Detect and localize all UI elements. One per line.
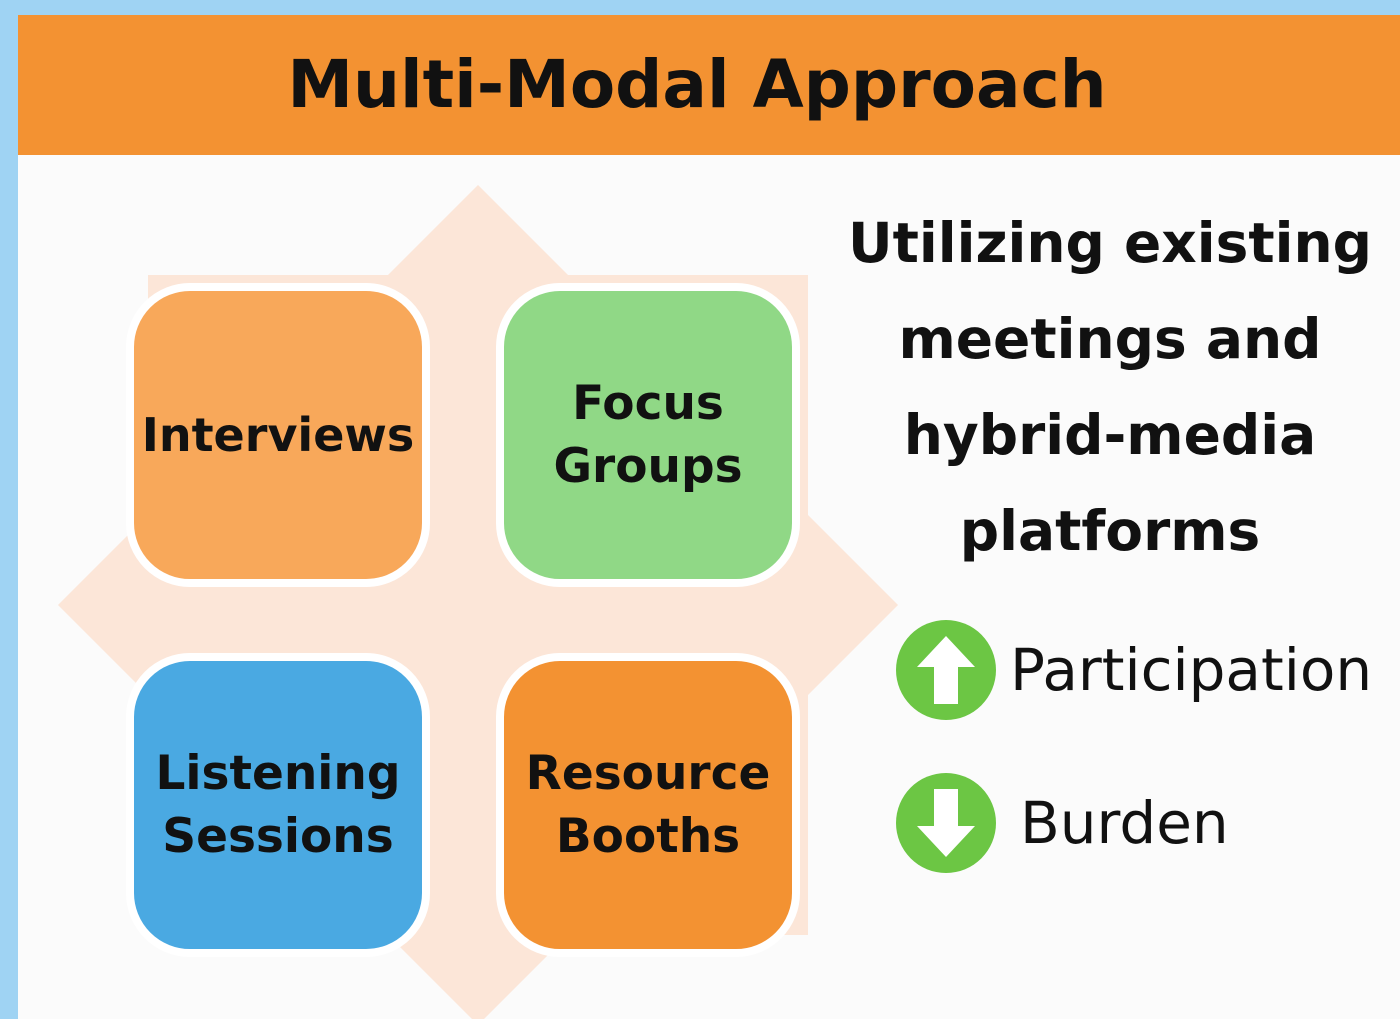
side-heading: Utilizing existing meetings and hybrid-m…	[830, 195, 1390, 579]
arrow-up-shape	[388, 185, 568, 275]
slide: Multi-Modal Approach Interviews Focus Gr…	[18, 15, 1400, 1019]
page-title: Multi-Modal Approach	[287, 46, 1107, 123]
indicator-burden: Burden	[896, 773, 1229, 873]
tile-focus-groups: Focus Groups	[496, 283, 800, 587]
indicator-label-burden: Burden	[1020, 789, 1229, 857]
tile-label-listening-sessions: Listening Sessions	[155, 745, 401, 864]
tile-label-interviews: Interviews	[141, 407, 415, 462]
tile-resource-booths: Resource Booths	[496, 653, 800, 957]
side-heading-line: Utilizing existing	[847, 211, 1373, 275]
header-bar: Multi-Modal Approach	[18, 15, 1400, 155]
arrow-up-circle-icon	[896, 620, 996, 720]
side-heading-line: hybrid-media	[903, 403, 1317, 467]
arrow-down-circle-icon	[896, 773, 996, 873]
tile-interviews: Interviews	[126, 283, 430, 587]
tile-label-resource-booths: Resource Booths	[525, 745, 771, 864]
side-heading-line: platforms	[959, 499, 1261, 563]
indicator-participation: Participation	[896, 620, 1372, 720]
tile-label-focus-groups: Focus Groups	[553, 375, 743, 494]
indicator-label-participation: Participation	[1010, 636, 1373, 704]
tile-listening-sessions: Listening Sessions	[126, 653, 430, 957]
side-heading-line: meetings and	[898, 307, 1322, 371]
